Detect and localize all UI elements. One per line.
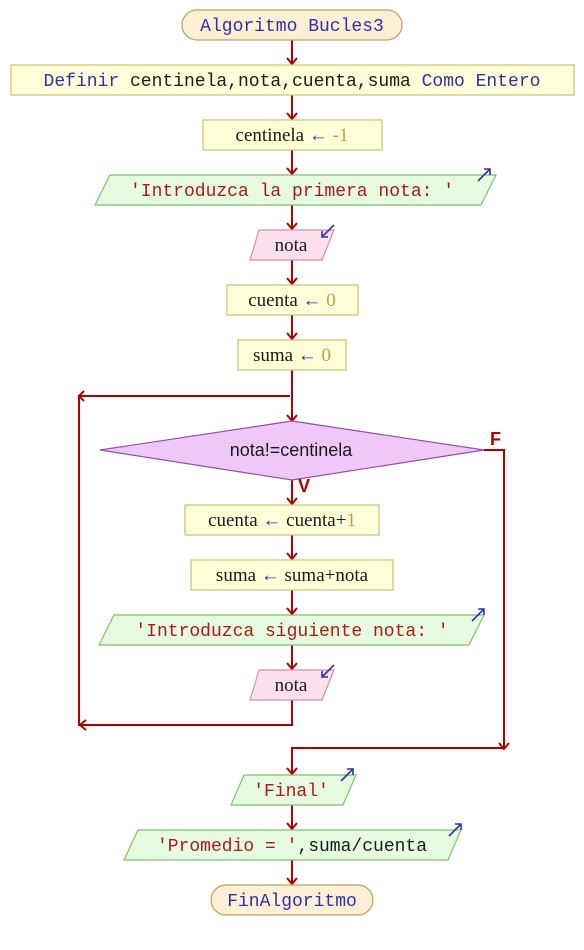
assign-cuenta-node: cuenta ← 0 bbox=[226, 284, 359, 316]
write-final-node: 'Final' bbox=[230, 768, 357, 806]
true-label: V bbox=[298, 476, 310, 496]
write-arrow-icon bbox=[340, 768, 354, 782]
assign-value: 0 bbox=[322, 345, 332, 366]
arrowhead bbox=[77, 390, 85, 402]
assign-arrow: ← bbox=[258, 510, 287, 531]
define-node: Definir centinela,nota,cuenta,suma Como … bbox=[10, 64, 575, 96]
read-nota-2-text: nota bbox=[275, 675, 308, 696]
define-type: Como Entero bbox=[422, 72, 541, 92]
assign-expr: suma+nota bbox=[285, 565, 369, 586]
arrowhead bbox=[286, 552, 298, 561]
inc-cuenta-node: cuenta ← cuenta+1 bbox=[184, 504, 380, 536]
define-vars: centinela,nota,cuenta,suma bbox=[119, 72, 421, 92]
assign-centinela-text: centinela ← -1 bbox=[236, 125, 349, 146]
inc-cuenta-text: cuenta ← cuenta+1 bbox=[208, 510, 356, 531]
arrowhead bbox=[286, 332, 298, 341]
write-arrow-icon bbox=[471, 608, 485, 622]
end-node: FinAlgoritmo bbox=[210, 884, 374, 916]
arrowhead bbox=[286, 222, 298, 231]
read-arrow-icon bbox=[321, 664, 335, 678]
assign-cuenta-text: cuenta ← 0 bbox=[248, 290, 336, 311]
write-promedio-text: 'Promedio = ',suma/cuenta bbox=[157, 837, 427, 857]
write-arrow-icon bbox=[477, 168, 491, 182]
define-keyword: Definir bbox=[44, 72, 120, 92]
start-node: Algoritmo Bucles3 bbox=[181, 9, 403, 41]
assign-suma-text: suma ← 0 bbox=[253, 345, 331, 366]
write-promedio-node: 'Promedio = ',suma/cuenta bbox=[123, 823, 462, 861]
define-text: Definir centinela,nota,cuenta,suma Como … bbox=[44, 72, 541, 92]
promedio-string: 'Promedio = ' bbox=[157, 837, 297, 857]
arrowhead bbox=[78, 719, 87, 731]
assign-target: cuenta bbox=[248, 290, 298, 311]
write-first-node: 'Introduzca la primera nota: ' bbox=[94, 168, 497, 206]
write-next-node: 'Introduzca siguiente nota: ' bbox=[98, 608, 485, 646]
assign-target: suma bbox=[216, 565, 257, 586]
add-suma-text: suma ← suma+nota bbox=[216, 565, 369, 586]
add-suma-node: suma ← suma+nota bbox=[190, 559, 394, 591]
assign-arrow: ← bbox=[256, 565, 285, 586]
assign-target: suma bbox=[253, 345, 294, 366]
assign-centinela-node: centinela ← -1 bbox=[202, 119, 383, 151]
edge-false-exit bbox=[291, 449, 505, 773]
write-next-text: 'Introduzca siguiente nota: ' bbox=[135, 622, 448, 642]
arrowhead bbox=[498, 742, 510, 751]
assign-target: centinela bbox=[236, 125, 305, 146]
read-nota-2-node: nota bbox=[249, 664, 335, 701]
assign-arrow: ← bbox=[293, 345, 322, 366]
assign-arrow: ← bbox=[298, 290, 327, 311]
arrowhead bbox=[286, 167, 298, 176]
promedio-expr: ,suma/cuenta bbox=[297, 837, 427, 857]
assign-suma-node: suma ← 0 bbox=[237, 339, 347, 371]
assign-value: -1 bbox=[333, 125, 349, 146]
read-nota-1-text: nota bbox=[275, 235, 308, 256]
false-label: F bbox=[490, 429, 501, 449]
start-label: Algoritmo Bucles3 bbox=[200, 17, 384, 37]
write-arrow-icon bbox=[448, 823, 462, 837]
arrowhead bbox=[286, 497, 298, 506]
arrowhead bbox=[286, 662, 298, 671]
assign-arrow: ← bbox=[304, 125, 333, 146]
write-first-text: 'Introduzca la primera nota: ' bbox=[130, 182, 454, 202]
assign-value: 0 bbox=[326, 290, 336, 311]
loop-condition-text: nota!=centinela bbox=[230, 440, 354, 460]
end-label: FinAlgoritmo bbox=[227, 892, 357, 912]
read-arrow-icon bbox=[321, 224, 335, 238]
arrowhead bbox=[286, 877, 298, 886]
arrowhead bbox=[286, 112, 298, 121]
loop-condition-node: nota!=centinela F V bbox=[99, 420, 501, 496]
arrowhead bbox=[286, 277, 298, 286]
assign-expr: cuenta+ bbox=[286, 510, 346, 531]
write-final-text: 'Final' bbox=[253, 782, 329, 802]
arrowhead bbox=[286, 822, 298, 831]
assign-value: 1 bbox=[346, 510, 356, 531]
arrowhead bbox=[286, 57, 298, 66]
arrowhead bbox=[286, 767, 298, 776]
read-nota-1-node: nota bbox=[249, 224, 335, 261]
arrowhead bbox=[286, 607, 298, 616]
assign-target: cuenta bbox=[208, 510, 258, 531]
